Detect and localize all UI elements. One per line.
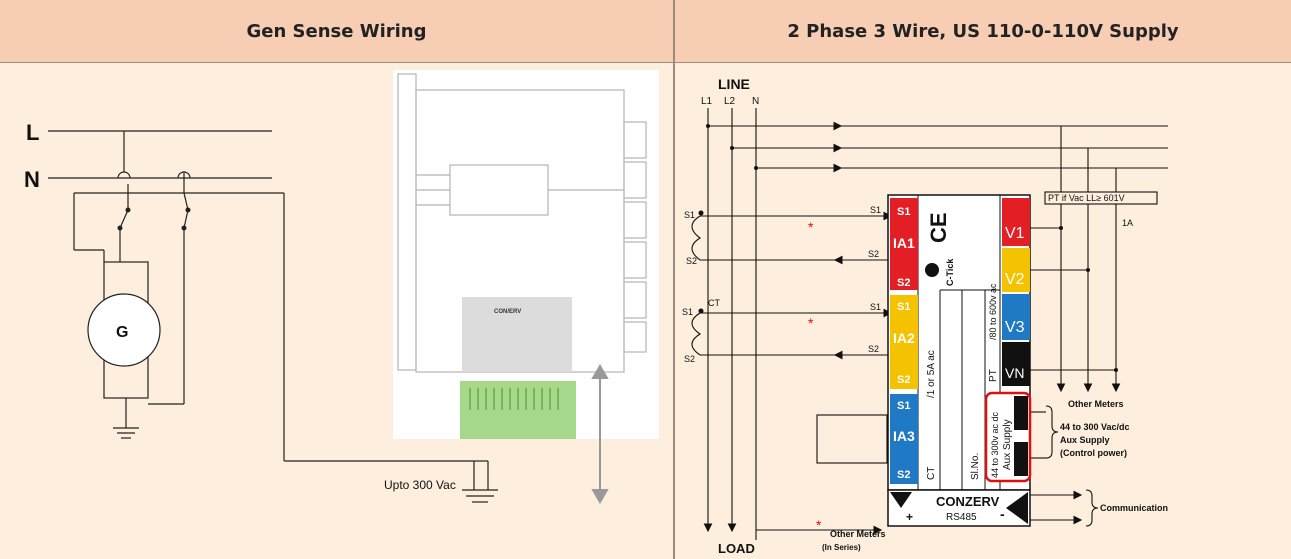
meter-side-view <box>393 70 659 439</box>
left-panel-header: Gen Sense Wiring <box>0 0 673 63</box>
height-arrow <box>591 364 609 504</box>
meter-face <box>462 297 572 372</box>
right-panel-header: 2 Phase 3 Wire, US 110-0-110V Supply <box>675 0 1291 63</box>
generator-label: G <box>116 324 128 341</box>
right-panel-title: 2 Phase 3 Wire, US 110-0-110V Supply <box>787 20 1179 42</box>
panel-divider <box>673 0 675 559</box>
neutral-label: N <box>24 167 40 192</box>
meter-brand-small: CON/ERV <box>494 309 521 315</box>
right-panel <box>675 63 1291 559</box>
supply-lines <box>48 130 498 503</box>
line-label: L <box>26 120 39 145</box>
terminal-pins <box>469 388 559 410</box>
left-panel-title: Gen Sense Wiring <box>246 20 427 42</box>
voltage-note: Upto 300 Vac <box>384 478 456 492</box>
switch-contacts <box>117 207 191 231</box>
gen-sense-wiring-diagram: L N <box>24 70 659 504</box>
